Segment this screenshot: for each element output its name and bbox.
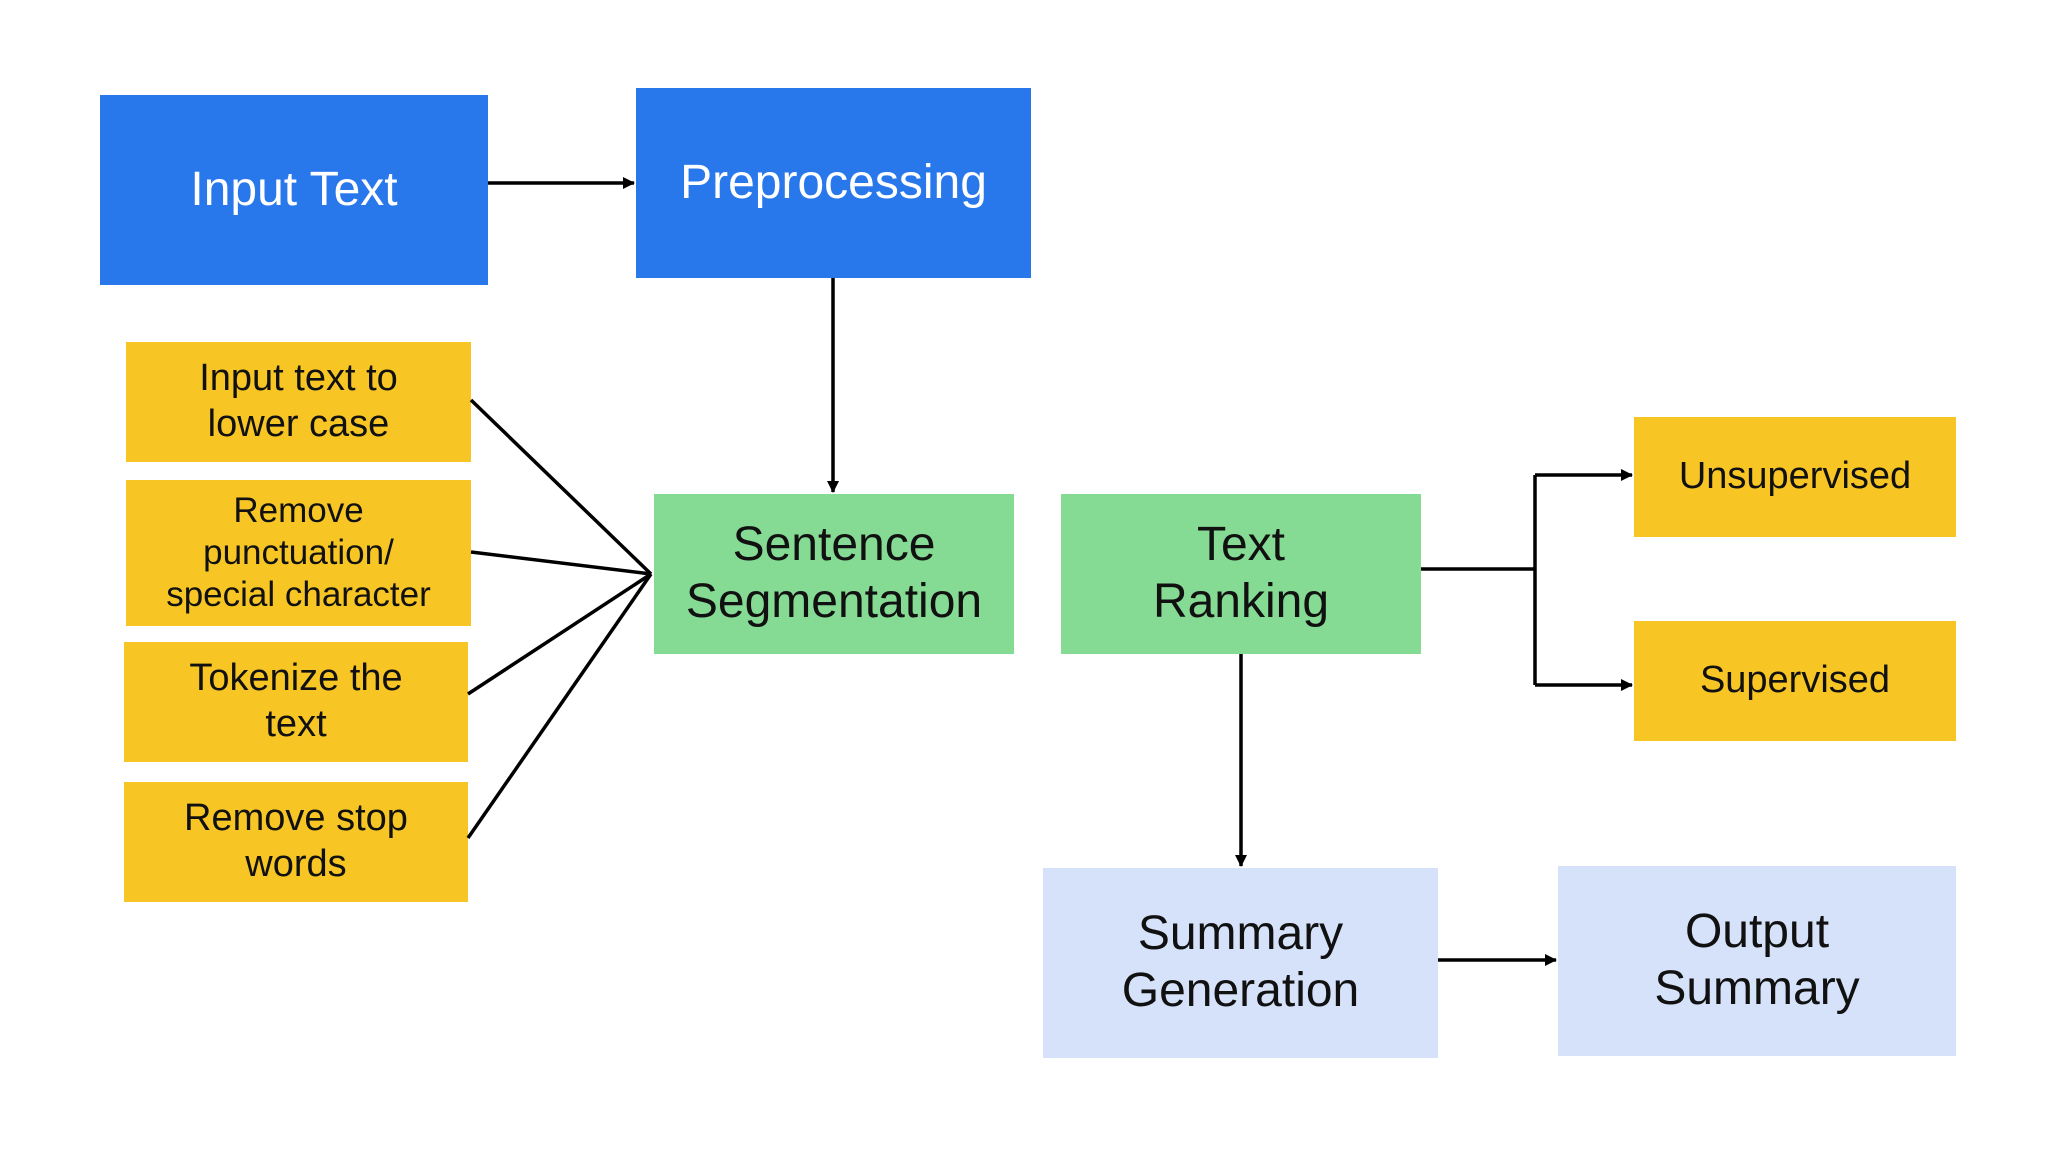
summary-generation-label: Summary Generation	[1121, 907, 1360, 1017]
output-summary-box: Output Summary	[1558, 866, 1956, 1056]
supervised-box: Supervised	[1634, 621, 1956, 741]
sentence-segmentation-label: Sentence Segmentation	[685, 518, 983, 628]
connector-lower-case	[469, 398, 653, 576]
lower-case-label: Input text to lower case	[199, 357, 398, 445]
remove-stop-words-label: Remove stop words	[184, 797, 408, 885]
remove-stop-words-box: Remove stop words	[124, 782, 468, 902]
summary-generation-box: Summary Generation	[1043, 868, 1438, 1058]
text-ranking-box: Text Ranking	[1061, 494, 1421, 654]
output-summary-label: Output Summary	[1654, 905, 1860, 1015]
unsupervised-box: Unsupervised	[1634, 417, 1956, 537]
supervised-label: Supervised	[1699, 659, 1891, 702]
text-ranking-label: Text Ranking	[1152, 518, 1330, 628]
remove-punctuation-label: Remove punctuation/ special character	[166, 491, 431, 614]
input-text-label: Input Text	[190, 163, 398, 217]
connector-remove-punctuation	[470, 550, 652, 576]
tokenize-label: Tokenize the text	[189, 657, 403, 745]
connector-remove-stop-words	[466, 573, 653, 839]
input-text-box: Input Text	[100, 95, 488, 285]
tokenize-box: Tokenize the text	[124, 642, 468, 762]
preprocessing-box: Preprocessing	[636, 88, 1031, 278]
sentence-segmentation-box: Sentence Segmentation	[654, 494, 1014, 654]
remove-punctuation-box: Remove punctuation/ special character	[126, 480, 471, 626]
preprocessing-label: Preprocessing	[680, 156, 987, 210]
unsupervised-label: Unsupervised	[1678, 455, 1912, 498]
lower-case-box: Input text to lower case	[126, 342, 471, 462]
connector-tokenize	[467, 572, 652, 696]
